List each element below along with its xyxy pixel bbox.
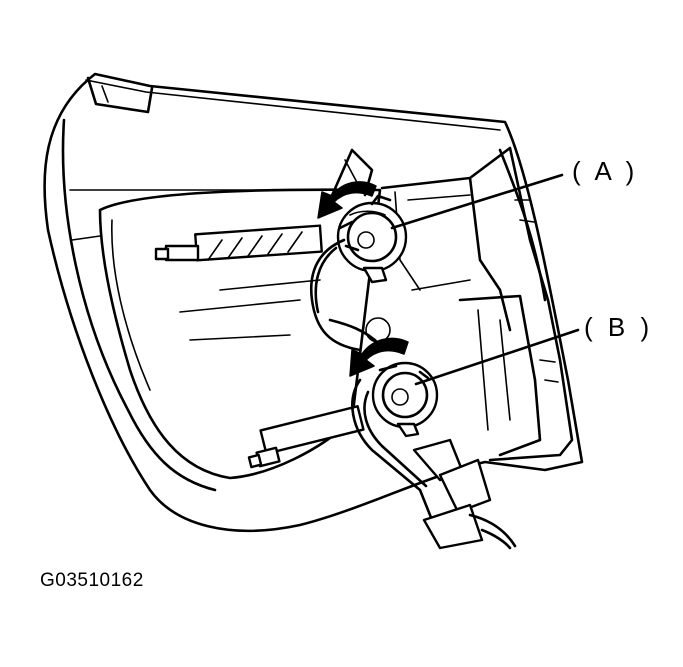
rotation-arrow-b-icon <box>349 337 409 377</box>
callout-label-b: ( B ) <box>584 312 654 342</box>
leader-line-b <box>414 328 580 386</box>
socket-a <box>336 194 408 284</box>
socket-b <box>365 317 439 438</box>
rotation-arrow-a-icon <box>317 181 377 219</box>
socket-mounting-bracket <box>328 146 574 462</box>
leader-line-a <box>390 173 564 230</box>
wiring-harness <box>309 238 517 550</box>
figure-id: G03510162 <box>40 570 144 591</box>
bulb-b <box>247 405 365 469</box>
callout-label-a: ( A ) <box>572 156 639 186</box>
lamp-housing <box>43 72 584 533</box>
bulb-a <box>154 224 323 262</box>
